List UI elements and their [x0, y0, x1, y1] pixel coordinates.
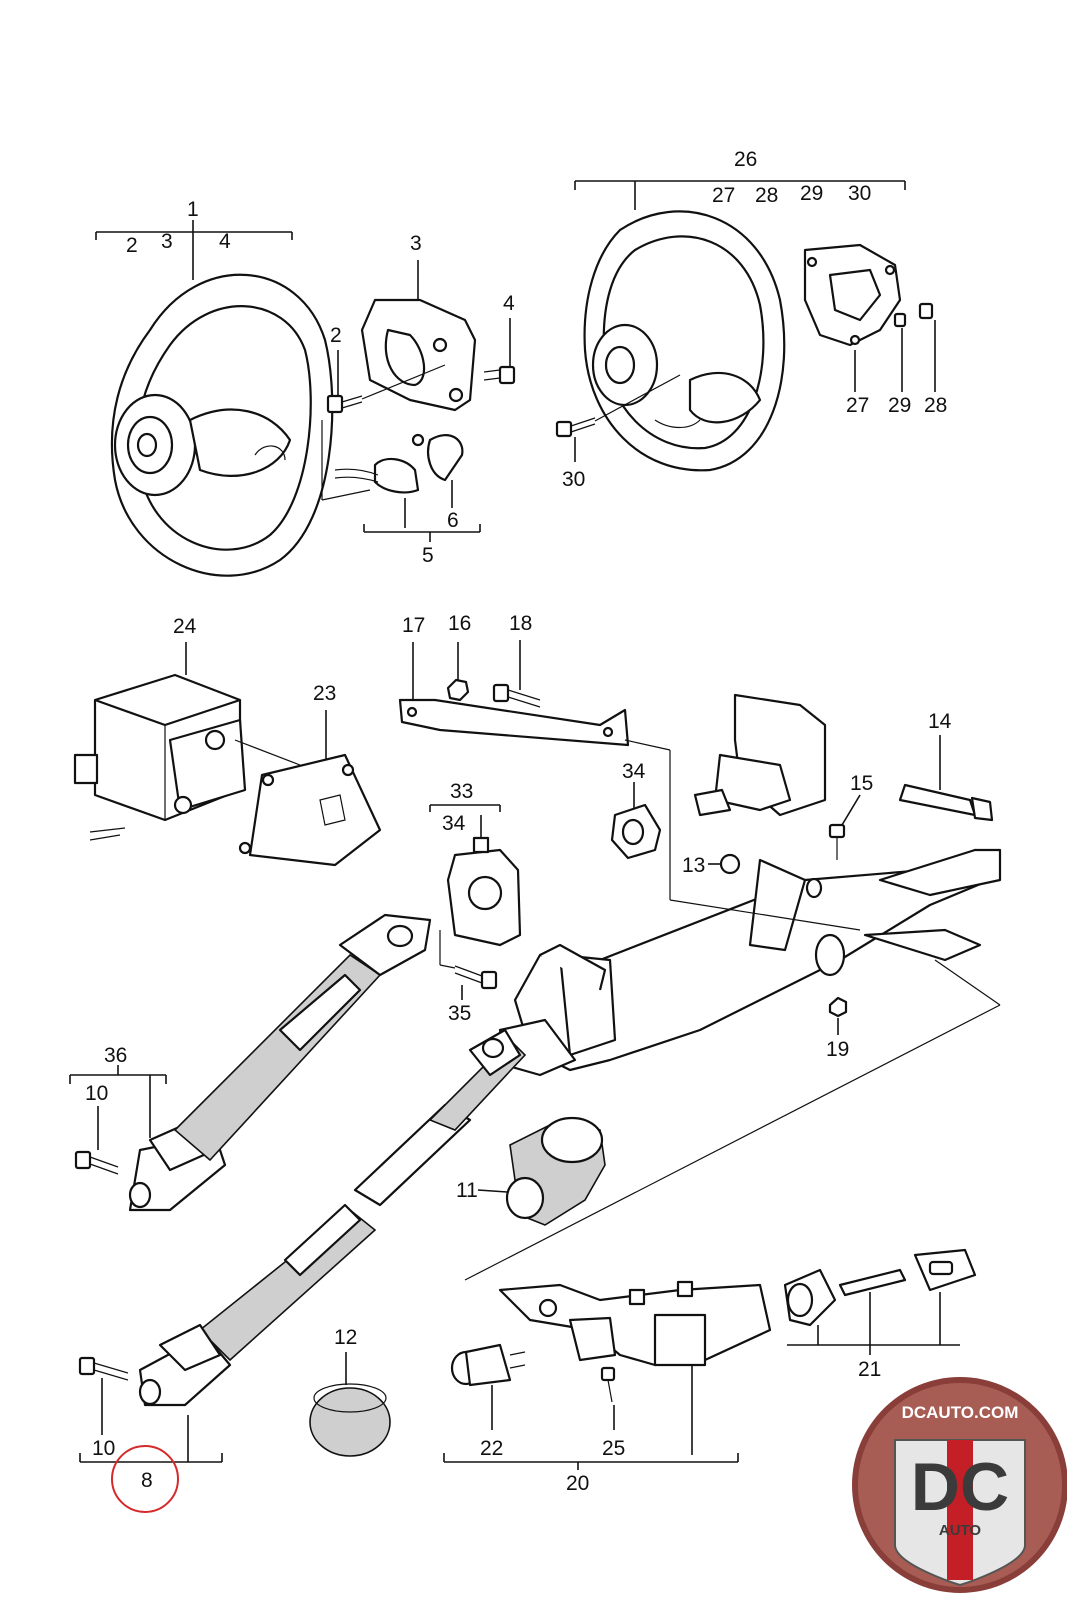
- intermediate-shaft-36[interactable]: [128, 913, 432, 1212]
- bushing-34[interactable]: [610, 803, 662, 860]
- label-21: 21: [858, 1358, 881, 1381]
- label-29: 29: [888, 394, 911, 417]
- bracket-23[interactable]: [238, 753, 382, 867]
- label-29-sub: 29: [800, 182, 823, 205]
- bolt-10-lower[interactable]: [78, 1356, 129, 1381]
- label-34-sub: 34: [442, 812, 466, 835]
- nut-19[interactable]: [828, 996, 848, 1018]
- bolt-14[interactable]: [898, 783, 994, 822]
- column-bearing-housing[interactable]: [693, 693, 827, 817]
- label-34: 34: [622, 760, 646, 783]
- label-13: 13: [682, 854, 705, 877]
- bracket-17[interactable]: [398, 698, 630, 747]
- nut-16[interactable]: [446, 678, 470, 702]
- airbag-plate-27[interactable]: [803, 243, 902, 347]
- label-10-lower: 10: [92, 1437, 115, 1460]
- label-2: 2: [330, 324, 342, 347]
- dcauto-logo: DCAUTO.COM DC AUTO: [852, 1377, 1067, 1593]
- steering-wheel-1[interactable]: [110, 273, 334, 577]
- label-11: 11: [456, 1179, 478, 1202]
- control-unit-24[interactable]: [73, 673, 247, 841]
- bolt-10-upper[interactable]: [74, 1150, 119, 1175]
- screw-15[interactable]: [828, 823, 846, 860]
- lock-cylinder-21[interactable]: [783, 1248, 977, 1327]
- logo-letters: DC: [911, 1449, 1009, 1525]
- label-15: 15: [850, 772, 873, 795]
- label-19: 19: [826, 1038, 849, 1061]
- label-14: 14: [928, 710, 952, 733]
- label-27: 27: [846, 394, 869, 417]
- rubber-boot-11[interactable]: [505, 1116, 606, 1226]
- label-4-sub: 4: [219, 230, 231, 253]
- label-18: 18: [509, 612, 532, 635]
- label-22: 22: [480, 1437, 503, 1460]
- label-26: 26: [734, 148, 757, 171]
- label-24: 24: [173, 615, 197, 638]
- label-12: 12: [334, 1326, 357, 1349]
- label-27-sub: 27: [712, 184, 735, 207]
- label-3: 3: [410, 232, 422, 255]
- bolt-2[interactable]: [326, 394, 363, 414]
- label-10-upper: 10: [85, 1082, 108, 1105]
- label-3-sub: 3: [161, 230, 173, 253]
- label-23: 23: [313, 682, 336, 705]
- sensor-ring-33[interactable]: [446, 836, 522, 947]
- label-35: 35: [448, 1002, 471, 1025]
- label-30: 30: [562, 468, 585, 491]
- label-2-sub: 2: [126, 234, 138, 257]
- logo-site-text: DCAUTO.COM: [902, 1403, 1019, 1422]
- bolt-30[interactable]: [555, 417, 596, 438]
- label-20: 20: [566, 1472, 589, 1495]
- label-16: 16: [448, 612, 471, 635]
- label-5: 5: [422, 544, 434, 567]
- bolt-4[interactable]: [483, 365, 516, 385]
- contact-unit-5[interactable]: [334, 433, 464, 494]
- screw-25[interactable]: [600, 1366, 616, 1403]
- label-30-sub: 30: [848, 182, 871, 205]
- steering-column-tube[interactable]: [498, 848, 1002, 1077]
- steering-wheel-26[interactable]: [583, 210, 786, 472]
- cap-12[interactable]: [309, 1383, 391, 1457]
- label-36: 36: [104, 1044, 127, 1067]
- screw-29[interactable]: [893, 312, 907, 328]
- ignition-lock-housing-20[interactable]: [498, 1280, 772, 1367]
- label-33: 33: [450, 780, 473, 803]
- hub-adapter-3[interactable]: [360, 298, 477, 412]
- label-28: 28: [924, 394, 947, 417]
- label-6: 6: [447, 509, 459, 532]
- switch-22[interactable]: [450, 1343, 526, 1387]
- label-28-sub: 28: [755, 184, 778, 207]
- highlight-circle-8: [111, 1445, 179, 1513]
- nut-13[interactable]: [719, 853, 741, 875]
- label-8: 8: [141, 1469, 153, 1492]
- label-1: 1: [187, 198, 199, 221]
- bolt-35[interactable]: [454, 965, 498, 990]
- bolt-18[interactable]: [492, 683, 541, 708]
- label-4: 4: [503, 292, 515, 315]
- logo-sub-text: AUTO: [939, 1522, 982, 1539]
- label-25: 25: [602, 1437, 625, 1460]
- screw-28[interactable]: [918, 302, 934, 320]
- label-17: 17: [402, 614, 425, 637]
- steering-shaft-lower[interactable]: [138, 1028, 527, 1407]
